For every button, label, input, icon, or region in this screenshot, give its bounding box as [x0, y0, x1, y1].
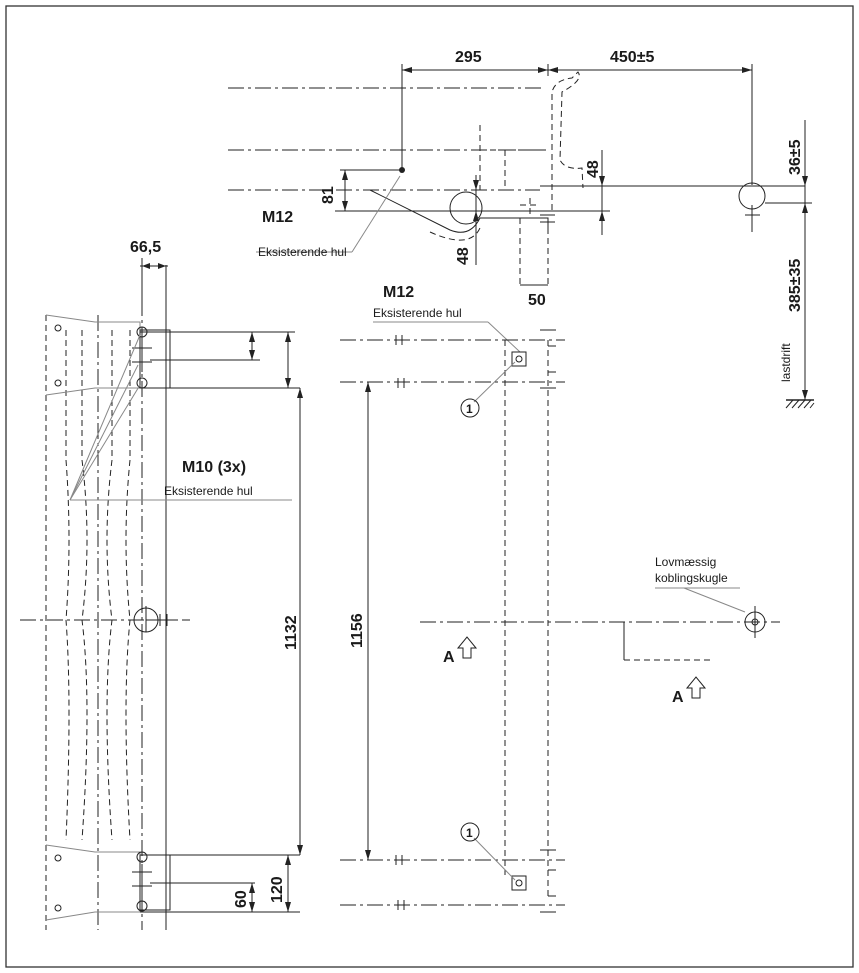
dim-36: 36±5	[787, 139, 804, 175]
dim-81: 81	[320, 186, 337, 204]
dim-385: 385±35	[787, 259, 804, 312]
label-ball-line1: Lovmæssig	[655, 555, 716, 569]
dim-120: 120	[269, 876, 286, 903]
side-view: 295 450±5 81 M12 Eksisterende hul 48 48	[228, 49, 815, 409]
drawing-frame	[5, 5, 854, 968]
label-ball-line2: koblingskugle	[655, 571, 728, 585]
tube-circle	[449, 191, 483, 225]
label-m10: M10 (3x)	[182, 459, 246, 476]
dim-66-5: 66,5	[130, 239, 161, 256]
label-section-a2: A	[672, 689, 684, 706]
plan-view: M12 Eksisterende hul 1 1156 A A	[340, 284, 780, 913]
front-view: 66,5 M10 (3x) Eksisterende hul	[20, 239, 303, 930]
bolt-plate-lower	[511, 875, 527, 891]
label-m12-mid: M12	[383, 284, 414, 301]
svg-text:1: 1	[466, 402, 473, 416]
label-section-a1: A	[443, 649, 455, 666]
dim-48-lower: 48	[455, 247, 472, 265]
dim-295: 295	[455, 49, 482, 66]
callout-1-lower	[460, 822, 480, 842]
label-lastdrift: lastdrift	[779, 343, 793, 382]
dim-450: 450±5	[610, 49, 654, 66]
callout-1-upper	[460, 398, 480, 418]
label-hole-m10: Eksisterende hul	[164, 484, 253, 498]
dim-1156: 1156	[349, 613, 366, 648]
label-hole-top: Eksisterende hul	[258, 245, 347, 259]
dim-48-upper: 48	[585, 160, 602, 178]
bolt-plate-upper	[511, 351, 527, 367]
svg-text:1: 1	[466, 826, 473, 840]
label-m12-top: M12	[262, 209, 293, 226]
label-hole-mid: Eksisterende hul	[373, 306, 462, 320]
dim-60: 60	[233, 890, 250, 908]
dim-50: 50	[528, 292, 546, 309]
dim-1132: 1132	[283, 615, 300, 650]
